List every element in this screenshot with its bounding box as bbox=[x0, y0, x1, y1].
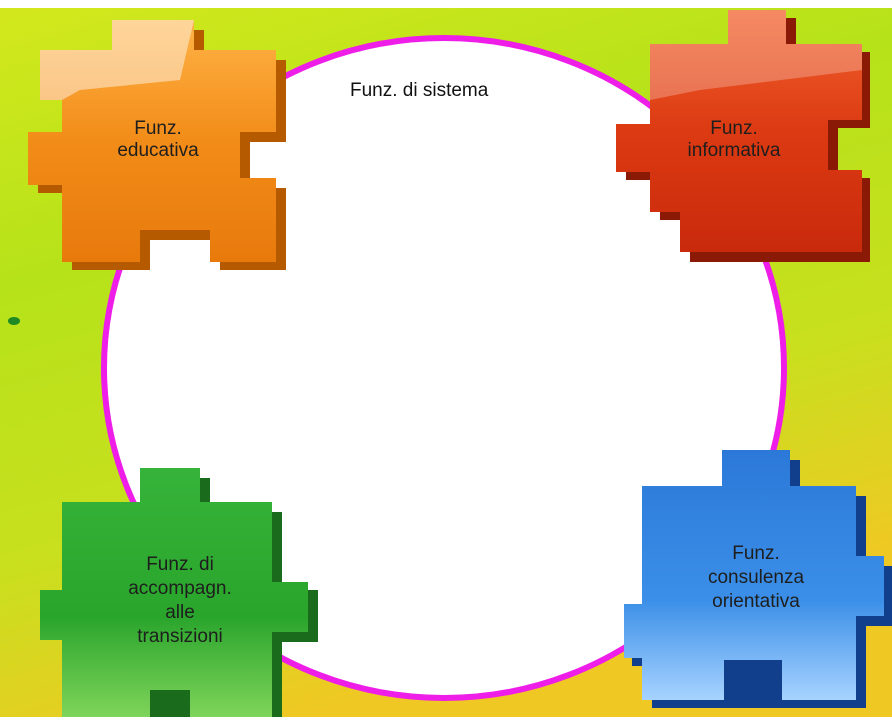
puzzle-piece-informativa bbox=[616, 10, 870, 262]
center-label: Funz. di sistema bbox=[350, 80, 489, 101]
label-informativa-line-2: informativa bbox=[687, 140, 781, 161]
label-informativa: Funz. informativa bbox=[664, 118, 804, 162]
label-informativa-line-1: Funz. bbox=[710, 118, 758, 139]
label-consulenza-line-3: orientativa bbox=[712, 591, 800, 612]
label-consulenza-line-2: consulenza bbox=[707, 567, 805, 588]
dot-marker bbox=[8, 317, 20, 325]
label-educativa-line-2: educativa bbox=[117, 140, 199, 161]
label-accompagnamento: Funz. di accompagn. alle transizioni bbox=[110, 553, 250, 649]
label-educativa-line-1: Funz. bbox=[134, 118, 182, 139]
label-consulenza-line-1: Funz. bbox=[732, 543, 780, 564]
puzzle-piece-consulenza bbox=[624, 450, 892, 708]
label-accompagnamento-line-2: accompagn. bbox=[128, 578, 232, 599]
label-accompagnamento-line-3: alle bbox=[165, 602, 195, 623]
label-educativa: Funz. educativa bbox=[88, 118, 228, 162]
puzzle-piece-educativa bbox=[28, 20, 286, 270]
label-accompagnamento-line-4: transizioni bbox=[137, 626, 223, 647]
puzzle-piece-accompagnamento bbox=[40, 468, 318, 717]
label-consulenza: Funz. consulenza orientativa bbox=[686, 542, 826, 614]
label-accompagnamento-line-1: Funz. di bbox=[146, 554, 214, 575]
